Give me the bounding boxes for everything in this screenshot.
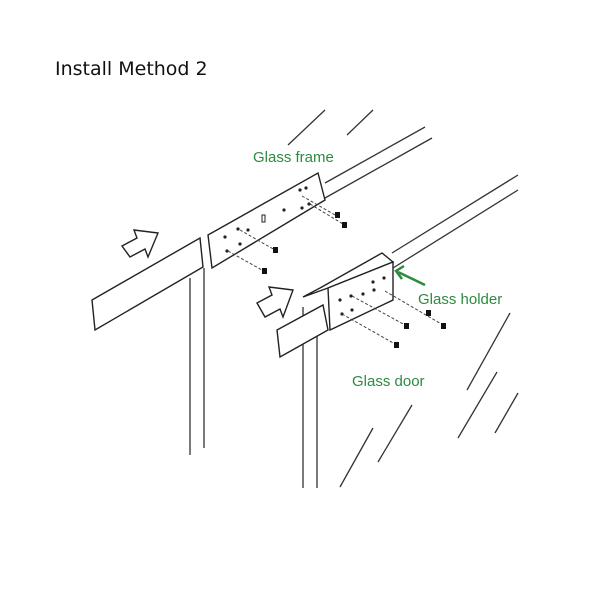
label-glass-frame: Glass frame: [253, 149, 334, 166]
arrow-icon: [120, 229, 160, 259]
frame-strike-bar: [91, 236, 204, 332]
screw-icon: [273, 247, 278, 253]
door-glass-panel: [276, 303, 329, 359]
screw-icon: [404, 323, 409, 329]
glass-reflection-lines: [287, 109, 519, 488]
screw-icon: [262, 268, 267, 274]
screw-icon: [342, 222, 347, 228]
arrow-icon: [256, 286, 294, 320]
screw-icon: [394, 342, 399, 348]
glass-door-rail: [302, 174, 519, 488]
screw-icon: [441, 323, 446, 329]
glass-holder: [302, 252, 446, 348]
pointer-arrow-icon: [394, 264, 426, 287]
screw-icon: [426, 310, 431, 316]
screw-icon: [335, 212, 340, 218]
label-glass-door: Glass door: [352, 373, 425, 390]
label-glass-holder: Glass holder: [418, 291, 502, 308]
glass-frame-rail: [189, 126, 433, 455]
diagram-title: Install Method 2: [55, 58, 208, 80]
frame-mount-plate: [207, 171, 347, 274]
